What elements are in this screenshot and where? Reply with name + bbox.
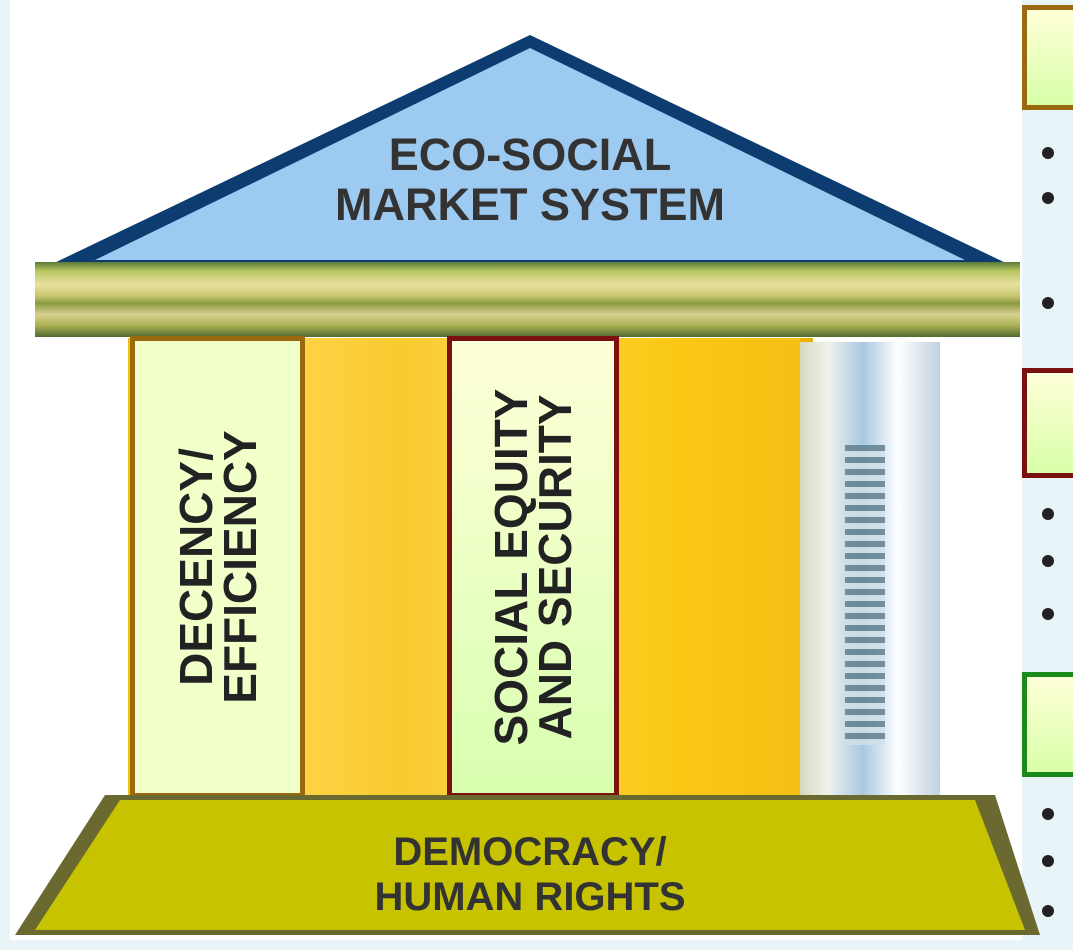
bullet-6	[1042, 608, 1054, 620]
column-shade-left	[300, 338, 450, 800]
entablature-beam	[35, 262, 1020, 337]
bullet-8	[1042, 855, 1054, 867]
bullet-3	[1042, 297, 1054, 309]
base-label: DEMOCRACY/ HUMAN RIGHTS	[374, 830, 686, 919]
bullet-4	[1042, 508, 1054, 520]
pillar-social-equity-label: SOCIAL EQUITY AND SECURITY	[485, 388, 581, 746]
bullet-5	[1042, 555, 1054, 567]
third-pillar-label-blur	[845, 445, 885, 745]
bullet-9	[1042, 905, 1054, 917]
pillar-social-equity: SOCIAL EQUITY AND SECURITY	[447, 336, 619, 798]
bullet-7	[1042, 808, 1054, 820]
bullet-1	[1042, 147, 1054, 159]
pillar-decency-label: DECENCY/ EFFICIENCY	[169, 430, 266, 704]
base-trapezoid	[15, 795, 1040, 935]
column-shade-right	[620, 338, 800, 800]
roof-label: ECO-SOCIAL MARKET SYSTEM	[334, 129, 725, 230]
bullet-2	[1042, 192, 1054, 204]
right-box-3	[1022, 672, 1073, 777]
pillar-decency-efficiency: DECENCY/ EFFICIENCY	[130, 336, 305, 798]
right-box-1	[1022, 5, 1073, 110]
roof-triangle	[50, 35, 1010, 265]
right-box-2	[1022, 368, 1073, 478]
